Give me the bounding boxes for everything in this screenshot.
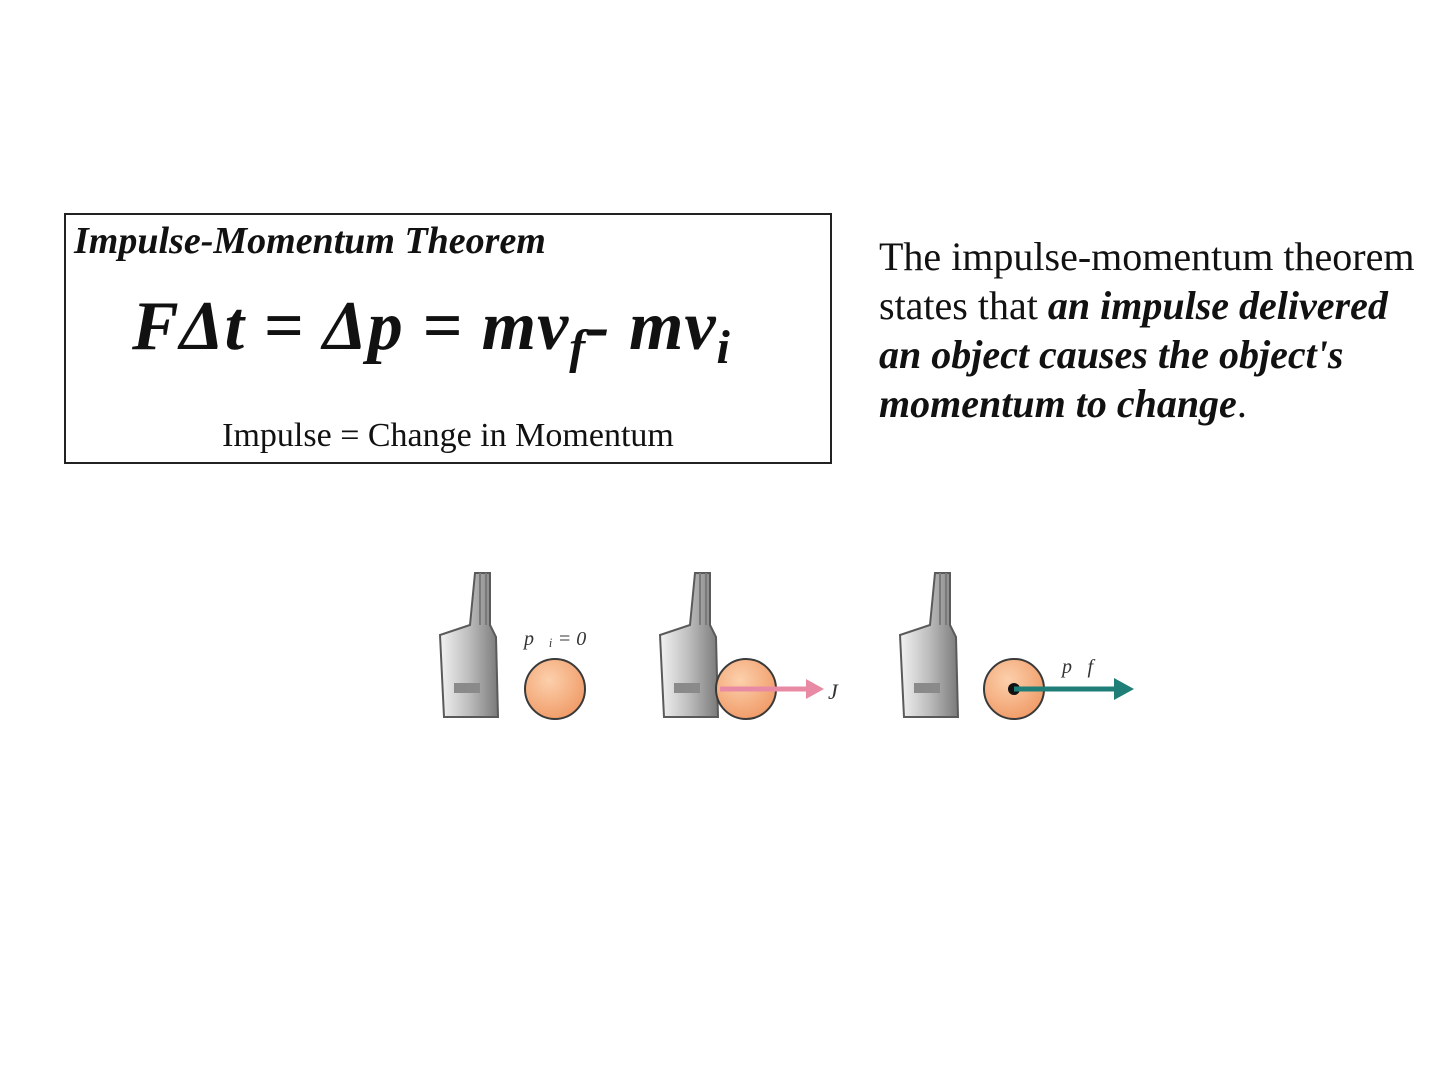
statement-line-4: momentum to change. xyxy=(879,379,1440,428)
impulse-arrow-head xyxy=(806,679,824,699)
theorem-caption: Impulse = Change in Momentum xyxy=(222,417,674,454)
momentum-arrow-head xyxy=(1114,678,1134,700)
panel-1-club xyxy=(438,572,500,718)
panel-3-club xyxy=(898,572,960,718)
statement-line-1: The impulse-momentum theorem xyxy=(879,234,1415,279)
theorem-statement: The impulse-momentum theorem states that… xyxy=(879,232,1440,428)
panel-1-ball xyxy=(524,658,586,720)
panel-1-label: p⃗ᵢ = 0⃗ xyxy=(522,628,602,650)
theorem-title: Impulse-Momentum Theorem xyxy=(74,220,546,262)
statement-line-3: an object causes the object's xyxy=(879,332,1344,377)
statement-line-2-emphasis: an impulse delivered xyxy=(1047,283,1388,328)
statement-line-4-emphasis: momentum to change xyxy=(879,381,1237,426)
statement-line-4-end: . xyxy=(1236,381,1247,426)
panel-3-label: p⃗f xyxy=(1060,656,1096,678)
statement-line-2: states that an impulse delivered xyxy=(879,281,1440,330)
equation-subscript-initial: i xyxy=(716,321,731,374)
theorem-box: Impulse-Momentum Theorem FΔt = Δp = mvf-… xyxy=(64,213,832,464)
equation-part-2: - mv xyxy=(586,288,717,365)
equation-part-1: FΔt = Δp = mv xyxy=(132,288,570,365)
panel-2-club xyxy=(658,572,720,718)
equation-subscript-final: f xyxy=(569,321,587,374)
golf-impulse-illustration: p⃗ᵢ = 0⃗ J⃗ p⃗f xyxy=(438,572,1134,720)
theorem-equation: FΔt = Δp = mvf- mvi xyxy=(132,287,731,372)
statement-line-2-plain: states that xyxy=(879,283,1048,328)
panel-2-label: J⃗ xyxy=(828,679,855,704)
